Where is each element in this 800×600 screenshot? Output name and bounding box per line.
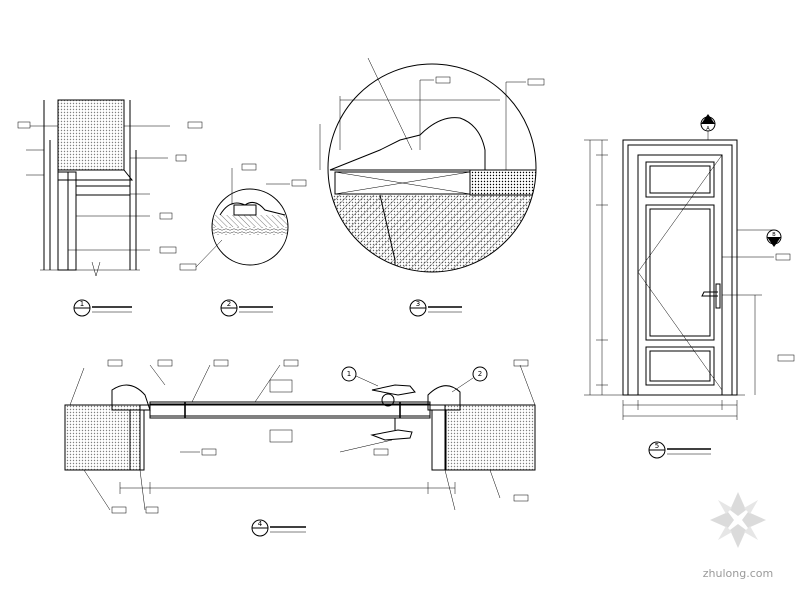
detail-2-tag: 2 [220,299,273,317]
elevation-marker-b: B [766,229,782,247]
watermark-text: zhulong.com [703,567,773,580]
detail-5-tag: 5 [648,441,711,459]
detail-5-number: 5 [655,442,659,450]
detail-4-number: 4 [258,520,263,528]
elevation-marker-b-label: B [772,232,776,238]
detail-1-tag: 1 [73,299,132,317]
detail-2-number: 2 [227,300,231,308]
detail-4-plan-section [64,359,536,514]
detail-5-door-elevation [584,131,795,420]
detail-3-tag: 3 [409,299,462,317]
elevation-marker-a: A [700,114,716,132]
detail-4-tag: 4 [251,519,306,537]
watermark-logo [710,492,766,548]
detail-2-enlarged [179,163,307,271]
detail-3-number: 3 [416,300,420,308]
callout-2-label: 2 [478,370,482,378]
callout-1-label: 1 [347,370,351,378]
detail-1-number: 1 [80,300,84,308]
elevation-marker-a-label: A [706,126,710,132]
callout-2-marker: 2 [451,366,488,393]
detail-1-section [17,99,203,277]
callout-1-marker: 1 [341,366,379,387]
detail-3-enlarged [319,57,545,273]
